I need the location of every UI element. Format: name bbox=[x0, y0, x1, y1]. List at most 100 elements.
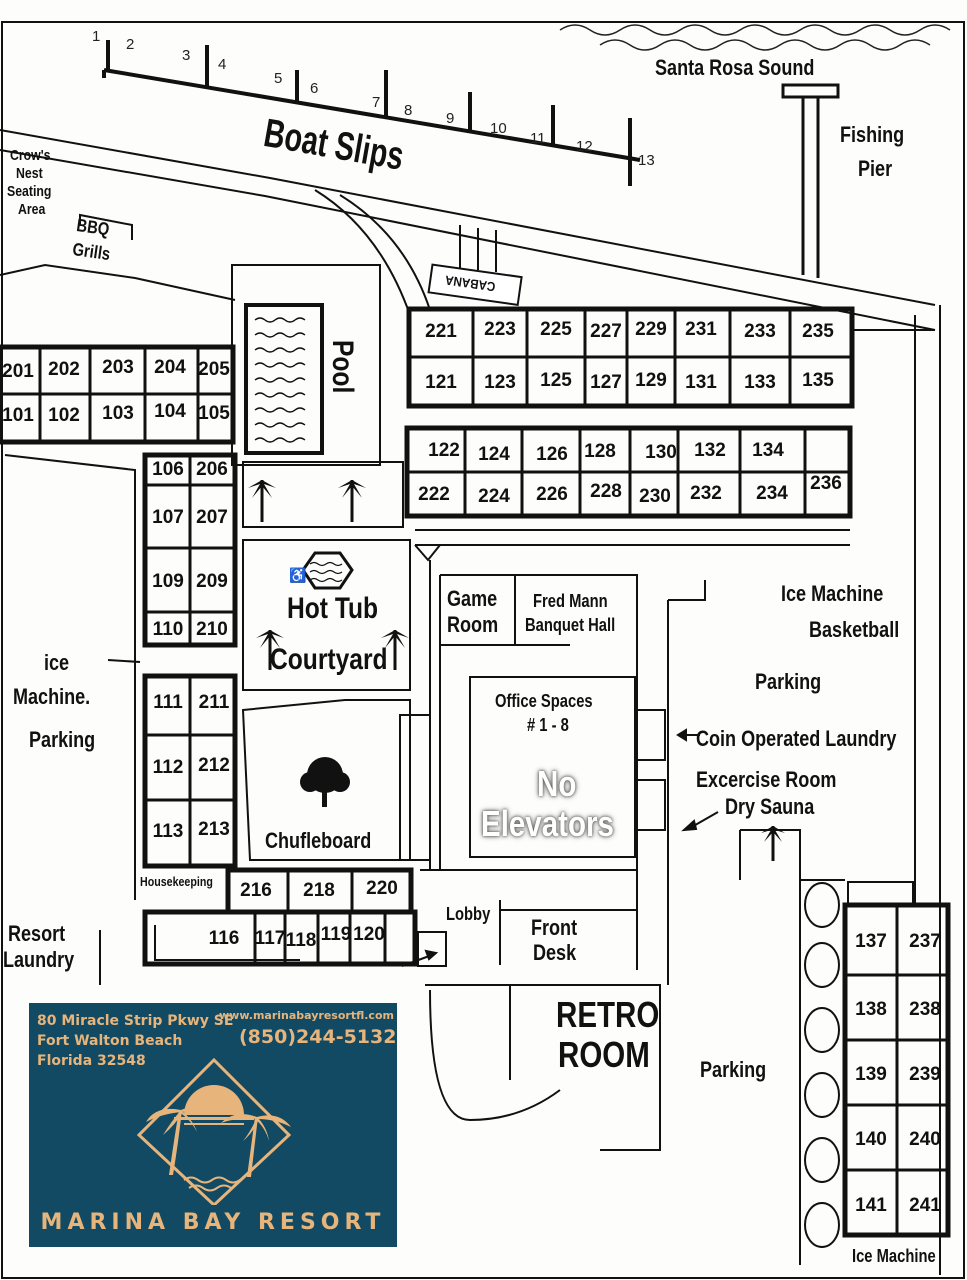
boat-slip-number: 6 bbox=[310, 80, 319, 97]
room-128: 128 bbox=[584, 441, 616, 462]
boat-slip-number: 13 bbox=[638, 152, 655, 169]
room-130: 130 bbox=[645, 442, 677, 463]
boat-slip-number: 10 bbox=[490, 120, 507, 137]
room-140: 140 bbox=[855, 1129, 887, 1150]
santa-rosa-sound-label: Santa Rosa Sound bbox=[655, 55, 815, 80]
dry-sauna-label: Dry Sauna bbox=[725, 794, 815, 819]
east-lot bbox=[739, 305, 941, 1275]
room-104: 104 bbox=[154, 401, 186, 422]
west-ice-2: Machine. bbox=[13, 684, 91, 709]
room-227: 227 bbox=[590, 321, 622, 342]
phone-number[interactable]: (850)244-5132 bbox=[239, 1026, 397, 1048]
room-225: 225 bbox=[540, 319, 572, 340]
room-202: 202 bbox=[48, 359, 80, 380]
resort-laundry-2: Laundry bbox=[3, 947, 75, 972]
room-239: 239 bbox=[909, 1064, 941, 1085]
boat-slip-number: 5 bbox=[274, 70, 283, 87]
room-121: 121 bbox=[425, 372, 457, 393]
resort-laundry-1: Resort bbox=[8, 921, 66, 946]
crows-nest-3: Seating bbox=[7, 183, 52, 200]
room-222: 222 bbox=[418, 484, 450, 505]
room-126: 126 bbox=[536, 444, 568, 465]
boat-slip-number: 7 bbox=[372, 94, 381, 111]
bbq-label-1: BBQ bbox=[75, 215, 111, 240]
pool-label: Pool bbox=[326, 340, 359, 394]
dock bbox=[102, 40, 641, 186]
pool-water bbox=[254, 317, 306, 443]
crows-nest-2: Nest bbox=[16, 165, 43, 182]
hot-tub-label: Hot Tub bbox=[287, 592, 379, 625]
ice-machine-label: Ice Machine bbox=[781, 581, 884, 606]
room-119: 119 bbox=[320, 924, 352, 945]
room-229: 229 bbox=[635, 319, 667, 340]
water-waves bbox=[559, 24, 951, 51]
boat-slip-number: 12 bbox=[576, 138, 593, 155]
boat-slip-number: 8 bbox=[404, 102, 413, 119]
room-206: 206 bbox=[196, 459, 228, 480]
room-118: 118 bbox=[285, 930, 317, 951]
fishing-pier-label-2: Pier bbox=[858, 156, 893, 181]
room-139: 139 bbox=[855, 1064, 887, 1085]
west-parking-label: Parking bbox=[29, 727, 96, 752]
room-133: 133 bbox=[744, 372, 776, 393]
address-line-2: Fort Walton Beach bbox=[37, 1033, 183, 1049]
room-238: 238 bbox=[909, 999, 941, 1020]
room-101: 101 bbox=[2, 405, 34, 426]
west-ice-1: ice bbox=[44, 650, 70, 675]
room-241: 241 bbox=[909, 1195, 941, 1216]
address-line-1: 80 Miracle Strip Pkwy SE bbox=[37, 1013, 234, 1029]
room-138: 138 bbox=[855, 999, 887, 1020]
room-213: 213 bbox=[198, 819, 230, 840]
room-204: 204 bbox=[154, 357, 186, 378]
boat-slip-number: 4 bbox=[218, 56, 227, 73]
marina-bay-logo bbox=[136, 1057, 292, 1205]
room-224: 224 bbox=[478, 486, 510, 507]
east-parking-bottom-label: Parking bbox=[700, 1057, 767, 1082]
courtyard-label: Courtyard bbox=[270, 643, 388, 676]
room-232: 232 bbox=[690, 483, 722, 504]
resort-info-card: 80 Miracle Strip Pkwy SE Fort Walton Bea… bbox=[29, 1003, 397, 1247]
east-parking-top-label: Parking bbox=[755, 669, 822, 694]
banquet-label-1: Fred Mann bbox=[533, 591, 608, 611]
website-link[interactable]: www.marinabayresortfl.com bbox=[219, 1009, 394, 1022]
room-106: 106 bbox=[152, 459, 184, 480]
room-236: 236 bbox=[810, 473, 842, 494]
accessible-icon: ♿ bbox=[289, 567, 307, 583]
crows-nest-4: Area bbox=[18, 201, 46, 218]
room-137: 137 bbox=[855, 931, 887, 952]
front-desk-2: Desk bbox=[533, 940, 577, 965]
room-117: 117 bbox=[254, 928, 286, 949]
room-116: 116 bbox=[208, 928, 240, 949]
lobby-label: Lobby bbox=[446, 904, 491, 924]
room-109: 109 bbox=[152, 571, 184, 592]
room-235: 235 bbox=[802, 321, 834, 342]
room-228: 228 bbox=[590, 481, 622, 502]
room-120: 120 bbox=[353, 924, 385, 945]
parking-ovals bbox=[804, 882, 840, 1248]
ice-machine-bottom-label: Ice Machine bbox=[852, 1246, 936, 1266]
coin-laundry-label: Coin Operated Laundry bbox=[696, 726, 897, 751]
tree bbox=[300, 757, 350, 807]
room-240: 240 bbox=[909, 1129, 941, 1150]
room-112: 112 bbox=[152, 757, 184, 778]
no-elevators-2: Elevators bbox=[481, 803, 614, 844]
room-dividers bbox=[0, 309, 948, 1235]
boat-slip-number: 3 bbox=[182, 47, 191, 64]
room-216: 216 bbox=[240, 880, 272, 901]
room-233: 233 bbox=[744, 321, 776, 342]
boat-slip-number: 1 bbox=[92, 28, 101, 45]
room-237: 237 bbox=[909, 931, 941, 952]
room-107: 107 bbox=[152, 507, 184, 528]
no-elevators-1: No bbox=[537, 763, 577, 804]
room-135: 135 bbox=[802, 370, 834, 391]
boat-slip-number: 11 bbox=[530, 130, 546, 147]
room-131: 131 bbox=[685, 372, 717, 393]
game-room-label-2: Room bbox=[447, 612, 499, 637]
room-110: 110 bbox=[152, 619, 184, 640]
room-141: 141 bbox=[855, 1195, 887, 1216]
office-label-1: Office Spaces bbox=[495, 691, 593, 711]
room-205: 205 bbox=[198, 359, 230, 380]
room-124: 124 bbox=[478, 444, 510, 465]
